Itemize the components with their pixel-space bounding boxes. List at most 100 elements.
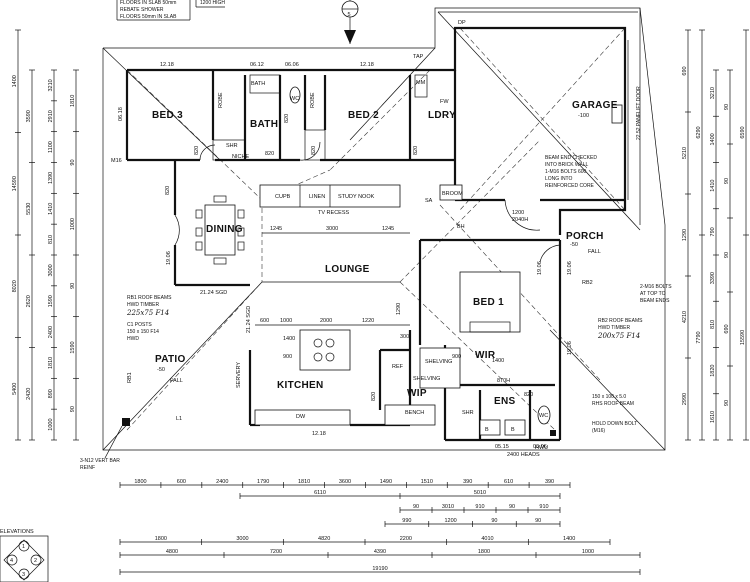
svg-text:225x75 F14: 225x75 F14	[126, 309, 169, 317]
note-line: FLOORS 50mm IN SLAB	[120, 14, 177, 20]
dimension-label: 6590	[740, 126, 746, 138]
label: M16	[111, 158, 122, 164]
label: ROBE	[310, 92, 316, 108]
dimension-label: 4800	[166, 549, 178, 555]
dimension-label: 90	[413, 504, 419, 510]
dimension-label: 2990	[682, 393, 688, 405]
label: FALL	[588, 249, 601, 255]
svg-text:820: 820	[165, 186, 171, 195]
patio-level: -50	[157, 367, 165, 373]
marker-number: 5	[348, 12, 351, 18]
svg-text:820: 820	[194, 146, 200, 155]
dimension-label: 90	[70, 283, 76, 289]
left-dimensions: 1400145908020540035905530262024203210291…	[12, 29, 79, 441]
svg-text:21.24 SGD: 21.24 SGD	[200, 290, 227, 296]
elevations-key: ELEVATIONS 1 2 3 4	[0, 529, 49, 582]
dimension-label: 5010	[474, 490, 486, 496]
dimension-label: 1490	[380, 479, 392, 485]
svg-text:RB1 ROOF BEAMS: RB1 ROOF BEAMS	[127, 295, 172, 301]
dimension-label: 5400	[12, 383, 18, 395]
svg-text:870H: 870H	[497, 378, 510, 384]
label: BATH	[251, 81, 265, 87]
svg-text:3-N12 VERT BAR: 3-N12 VERT BAR	[80, 458, 120, 464]
label: ROBE	[218, 92, 224, 108]
dimension-label: 2400	[216, 479, 228, 485]
room-bed3: BED 3	[152, 110, 183, 121]
label: FALL	[170, 378, 183, 384]
svg-text:21.24 SGD: 21.24 SGD	[246, 306, 252, 333]
label: 2400 HEADS	[507, 452, 540, 458]
dimension-label: 1400	[563, 536, 575, 542]
dimension-label: 1590	[70, 341, 76, 353]
note-line: REBATE SHOWER	[120, 7, 164, 13]
svg-text:1245: 1245	[382, 226, 394, 232]
dimension-label: 19190	[372, 566, 387, 572]
room-dining: DINING	[206, 224, 243, 235]
svg-text:900: 900	[452, 354, 461, 360]
svg-text:06.18: 06.18	[118, 107, 124, 121]
dimension-label: 15590	[740, 330, 746, 345]
label: 2040H	[512, 217, 528, 223]
dimension-label: 4820	[318, 536, 330, 542]
room-ldry: LDRY	[428, 110, 456, 121]
svg-text:05.15: 05.15	[495, 444, 509, 450]
dimension-label: 1810	[298, 479, 310, 485]
label: B	[511, 427, 515, 433]
svg-text:820: 820	[524, 392, 533, 398]
svg-text:1000: 1000	[280, 318, 292, 324]
label: RB1	[127, 372, 133, 383]
room-garage: GARAGE	[572, 100, 618, 111]
svg-text:2-M16 BOLTS: 2-M16 BOLTS	[640, 284, 672, 290]
svg-text:1220: 1220	[362, 318, 374, 324]
dimension-label: 810	[710, 320, 716, 329]
label: SHELVING	[425, 359, 452, 365]
structural-notes: BEAM END CHECKED INTO BRICK WALL 1-M16 B…	[80, 86, 672, 471]
svg-text:12.18: 12.18	[360, 62, 374, 68]
dimension-label: 1790	[257, 479, 269, 485]
dimension-label: 3590	[26, 110, 32, 122]
dimension-label: 1800	[134, 479, 146, 485]
dimension-label: 4210	[682, 311, 688, 323]
label: BH	[457, 224, 465, 230]
dimension-label: 1000	[48, 418, 54, 430]
label: SHR	[462, 410, 474, 416]
label: FW	[440, 99, 449, 105]
dimension-label: 1400	[12, 75, 18, 87]
label: SHELVING	[413, 376, 440, 382]
right-dimensions: 6905210129042102990629077906590155903210…	[682, 29, 749, 441]
dimension-label: 690	[682, 66, 688, 75]
label: LINEN	[309, 194, 325, 200]
dimension-label: 810	[48, 235, 54, 244]
dimension-label: 1410	[48, 203, 54, 215]
dimension-label: 90	[724, 252, 730, 258]
label: BENCH	[405, 410, 424, 416]
dimension-label: 90	[724, 400, 730, 406]
dimension-label: 910	[475, 504, 484, 510]
svg-text:900: 900	[283, 354, 292, 360]
svg-text:1245: 1245	[270, 226, 282, 232]
svg-text:BEAM END CHECKED: BEAM END CHECKED	[545, 155, 597, 161]
interior-linework	[122, 40, 629, 436]
dimension-label: 1100	[48, 141, 54, 153]
svg-text:820: 820	[311, 146, 317, 155]
svg-text:(M16): (M16)	[592, 428, 605, 434]
svg-text:RHS ROOF BEAM: RHS ROOF BEAM	[592, 401, 634, 407]
dimension-label: 7200	[270, 549, 282, 555]
dimension-label: 6110	[314, 490, 326, 496]
dimension-label: 1590	[48, 295, 54, 307]
svg-text:19.06: 19.06	[567, 261, 573, 275]
dimension-label: 3010	[442, 504, 454, 510]
room-bed2: BED 2	[348, 110, 379, 121]
dimension-label: 8020	[12, 280, 18, 292]
dimension-label: 990	[402, 518, 411, 524]
label: SERVERY	[236, 362, 242, 388]
label: CUPB	[275, 194, 291, 200]
dimension-label: 1390	[48, 172, 54, 184]
svg-text:820: 820	[265, 151, 274, 157]
room-ens: ENS	[494, 396, 515, 407]
dimension-label: 1290	[682, 229, 688, 241]
svg-text:HWD TIMBER: HWD TIMBER	[598, 325, 631, 331]
svg-text:2000: 2000	[320, 318, 332, 324]
dimension-label: 1810	[48, 357, 54, 369]
